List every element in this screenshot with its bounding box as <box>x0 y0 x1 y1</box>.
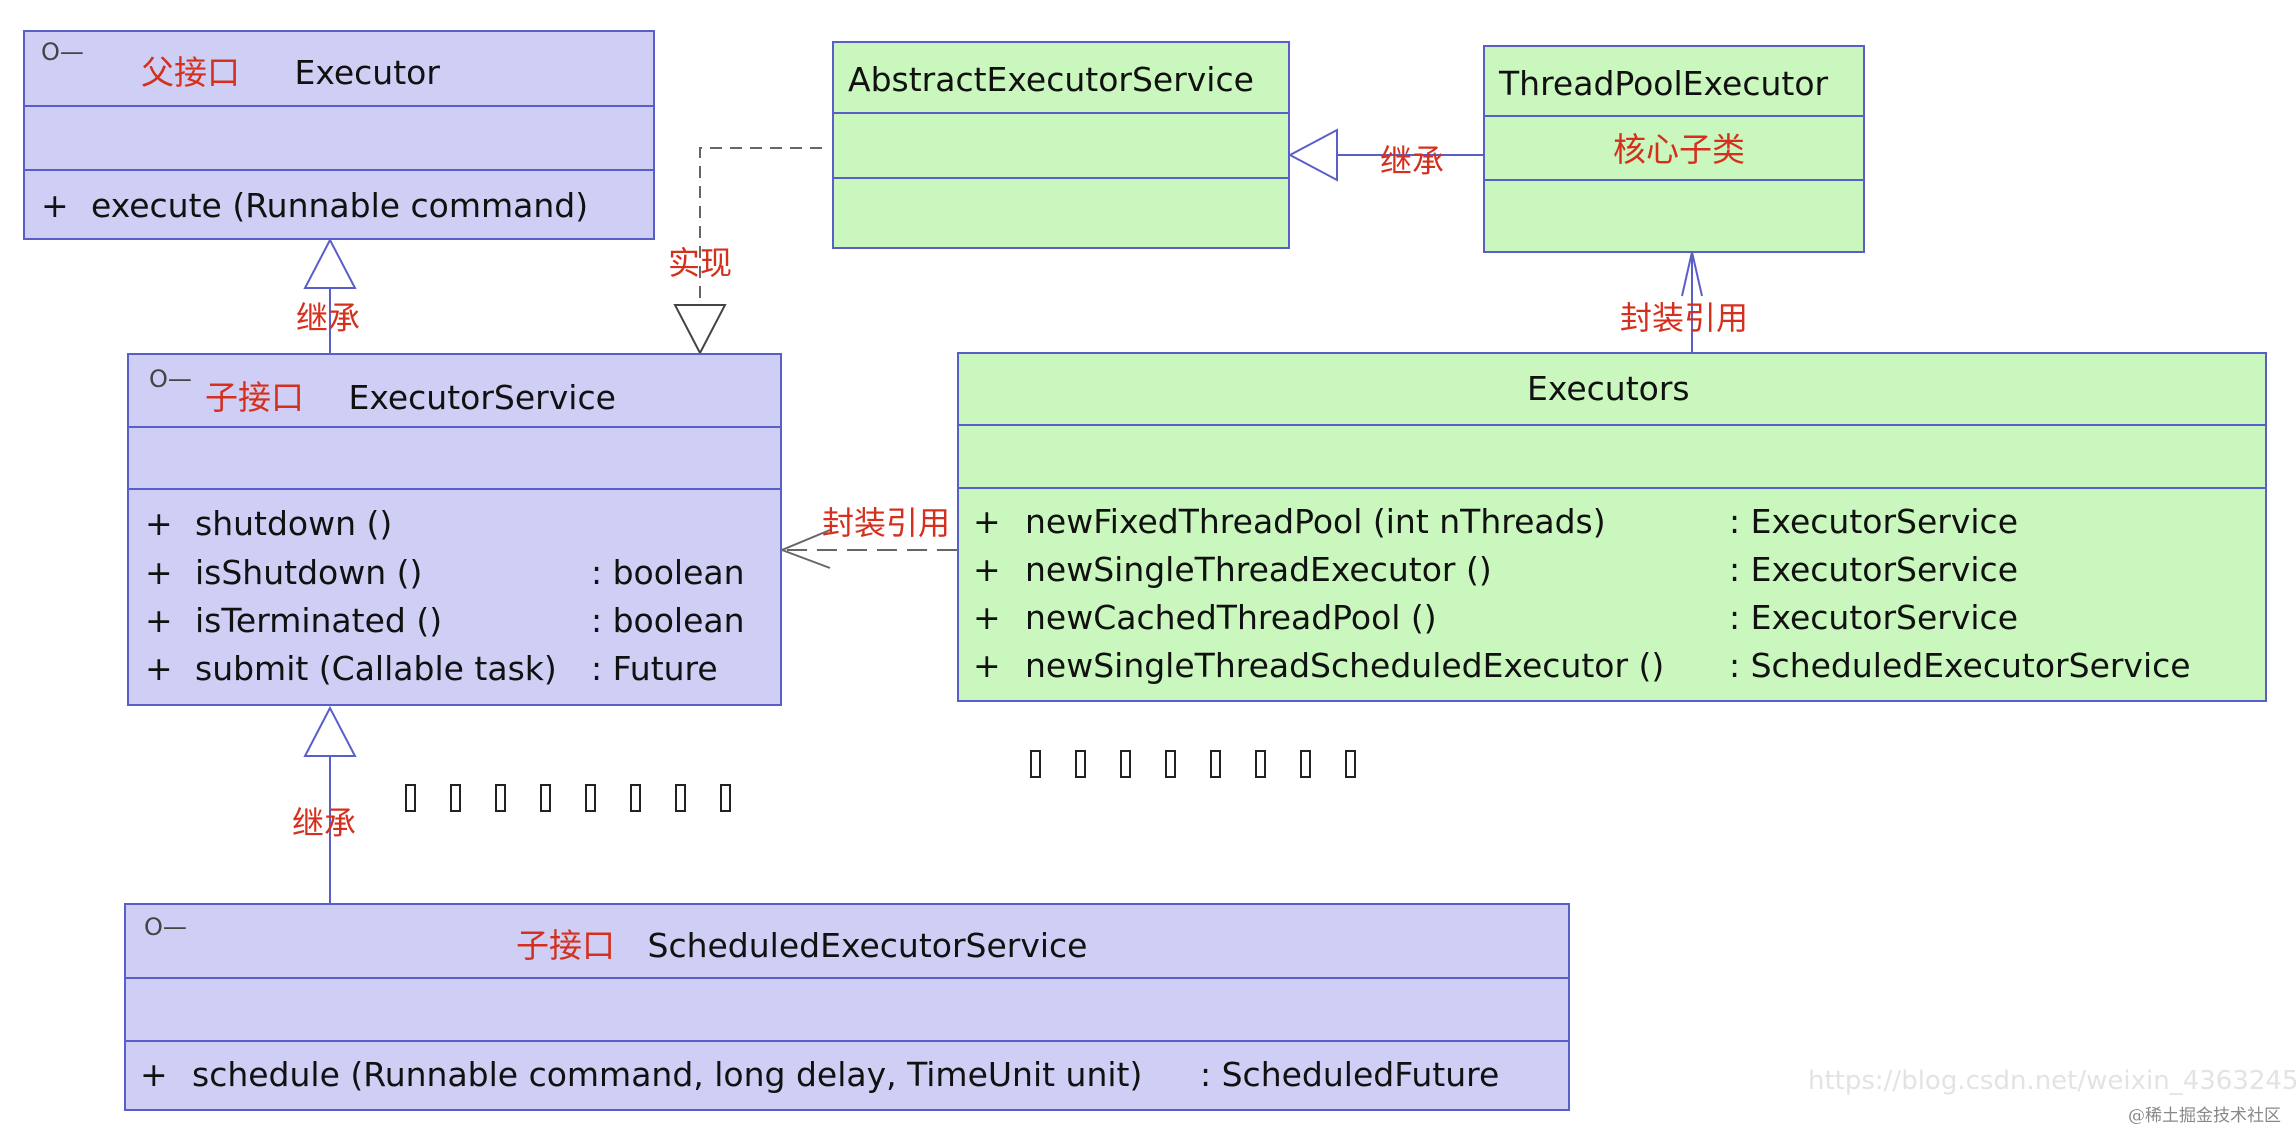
method-signature: newSingleThreadScheduledExecutor () <box>1025 646 1665 685</box>
class-name: ExecutorService <box>348 378 616 417</box>
missing-glyph-box <box>1300 750 1311 778</box>
missing-glyph-box <box>1345 750 1356 778</box>
missing-glyph-box <box>495 784 506 812</box>
method-signature: shutdown () <box>195 504 393 543</box>
method-return: : ExecutorService <box>1729 550 2018 589</box>
method-signature: newFixedThreadPool (int nThreads) <box>1025 502 1606 541</box>
thread-pool-executor-box: ThreadPoolExecutor 核心子类 <box>1483 45 1865 253</box>
wrap-arrow-es <box>779 529 831 569</box>
watermark-credit: @稀土掘金技术社区 <box>2128 1106 2281 1126</box>
method-return: : boolean <box>591 553 745 592</box>
implement-line <box>699 147 822 305</box>
method-return: : ScheduledFuture <box>1200 1055 1500 1094</box>
class-name: Executors <box>1527 369 1690 408</box>
class-name: Executor <box>294 53 440 92</box>
method-signature: submit (Callable task) <box>195 649 557 688</box>
method-return: : ExecutorService <box>1729 598 2018 637</box>
wrap-ref-label-es: 封装引用 <box>822 504 951 542</box>
method-visibility: + <box>145 504 173 543</box>
missing-glyph-row-left <box>405 784 745 816</box>
method-signature: isTerminated () <box>195 601 443 640</box>
abstract-executor-service-box: AbstractExecutorService <box>832 41 1290 249</box>
missing-glyph-box <box>405 784 416 812</box>
executor-header: 父接口 Executor <box>141 46 440 94</box>
inherit-label-scheduled: 继承 <box>292 804 357 842</box>
scheduled-executor-service-header: 子接口 ScheduledExecutorService <box>516 919 1087 967</box>
interface-icon: O— <box>144 913 187 941</box>
inherit-arrow-scheduled <box>303 705 357 757</box>
method-visibility: + <box>145 649 173 688</box>
method-signature: schedule (Runnable command, long delay, … <box>192 1055 1143 1094</box>
missing-glyph-box <box>630 784 641 812</box>
method-return: : ScheduledExecutorService <box>1729 646 2191 685</box>
missing-glyph-box <box>585 784 596 812</box>
method-return: : ExecutorService <box>1729 502 2018 541</box>
missing-glyph-box <box>1075 750 1086 778</box>
class-name: ThreadPoolExecutor <box>1499 64 1829 103</box>
method-return: : boolean <box>591 601 745 640</box>
method-visibility: + <box>973 598 1001 637</box>
method-visibility: + <box>973 646 1001 685</box>
missing-glyph-box <box>1255 750 1266 778</box>
method-visibility: + <box>41 186 69 225</box>
inherit-label-executor: 继承 <box>296 299 361 337</box>
method-visibility: + <box>140 1055 168 1094</box>
missing-glyph-box <box>1165 750 1176 778</box>
executor-interface-box: O— 父接口 Executor + execute (Runnable comm… <box>23 30 655 240</box>
watermark-url: https://blog.csdn.net/weixin_43632453 <box>1808 1066 2296 1096</box>
method-signature: isShutdown () <box>195 553 423 592</box>
method-signature: newSingleThreadExecutor () <box>1025 550 1492 589</box>
missing-glyph-box <box>1120 750 1131 778</box>
missing-glyph-box <box>1030 750 1041 778</box>
method-visibility: + <box>145 553 173 592</box>
missing-glyph-box <box>540 784 551 812</box>
interface-icon: O— <box>149 365 192 393</box>
inherit-label-tpe: 继承 <box>1380 142 1445 180</box>
inherit-arrow-tpe <box>1287 128 1338 182</box>
wrap-ref-label-tpe: 封装引用 <box>1620 299 1749 337</box>
inherit-arrow-executor <box>303 237 357 289</box>
class-name: ScheduledExecutorService <box>647 926 1088 965</box>
missing-glyph-box <box>1210 750 1221 778</box>
implement-arrow <box>673 304 727 356</box>
method-visibility: + <box>973 550 1001 589</box>
scheduled-executor-service-interface-box: O— 子接口 ScheduledExecutorService + schedu… <box>124 903 1570 1111</box>
executors-box: Executors + newFixedThreadPool (int nThr… <box>957 352 2267 702</box>
missing-glyph-box <box>720 784 731 812</box>
missing-glyph-box <box>450 784 461 812</box>
stereotype-label: 子接口 <box>516 926 615 965</box>
executor-service-interface-box: O— 子接口 ExecutorService + shutdown () + i… <box>127 353 782 706</box>
core-subclass-note: 核心子类 <box>1613 130 1745 169</box>
method-visibility: + <box>145 601 173 640</box>
stereotype-label: 父接口 <box>141 53 240 92</box>
method-return: : Future <box>591 649 718 688</box>
method-signature: execute (Runnable command) <box>91 186 589 225</box>
stereotype-label: 子接口 <box>205 378 304 417</box>
method-signature: newCachedThreadPool () <box>1025 598 1437 637</box>
missing-glyph-box <box>675 784 686 812</box>
interface-icon: O— <box>41 38 84 66</box>
executor-service-header: 子接口 ExecutorService <box>205 371 616 419</box>
method-visibility: + <box>973 502 1001 541</box>
class-name: AbstractExecutorService <box>848 60 1254 99</box>
implement-label: 实现 <box>668 244 733 282</box>
missing-glyph-row-right <box>1030 750 1370 782</box>
